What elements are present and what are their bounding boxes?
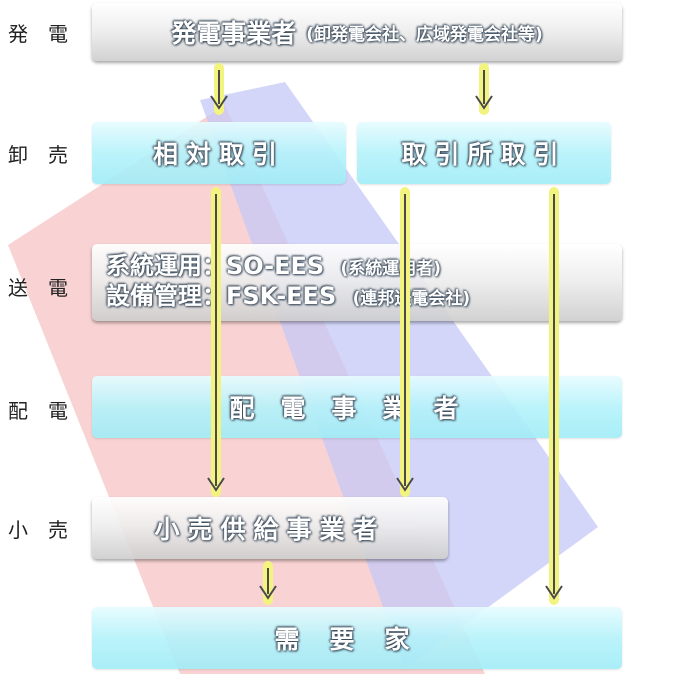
- grid-company-line: 設備管理：FSK-EES (連邦送電会社): [106, 281, 471, 313]
- row-label-retail: 小売: [8, 518, 88, 542]
- generators-box: 発電事業者 (卸発電会社、広域発電会社等): [92, 3, 622, 61]
- blue-diagonal-band: [200, 82, 598, 668]
- grid-company-label: 設備管理：FSK-EES: [106, 281, 337, 310]
- distribution-companies-box: 配電事業者: [92, 376, 622, 438]
- transmission-operators-box: 系統運用：SO-EES (系統運用者) 設備管理：FSK-EES (連邦送電会社…: [92, 244, 622, 321]
- generators-label: 発電事業者: [171, 19, 297, 48]
- bilateral-trade-box: 相対取引: [92, 122, 346, 184]
- consumers-box: 需要家: [92, 607, 622, 669]
- generators-sublabel: (卸発電会社、広域発電会社等): [306, 24, 543, 45]
- system-operator-line: 系統運用：SO-EES (系統運用者): [106, 251, 442, 283]
- exchange-trade-box: 取引所取引: [357, 122, 611, 184]
- system-operator-label: 系統運用：SO-EES: [106, 251, 325, 280]
- grid-company-sublabel: (連邦送電会社): [352, 288, 471, 309]
- row-label-transmission: 送電: [8, 276, 88, 300]
- row-label-wholesale: 卸売: [8, 143, 88, 167]
- row-label-generation: 発電: [8, 22, 88, 46]
- retail-suppliers-box: 小売供給事業者: [92, 497, 448, 559]
- row-label-distribution: 配電: [8, 399, 88, 423]
- system-operator-sublabel: (系統運用者): [340, 258, 442, 279]
